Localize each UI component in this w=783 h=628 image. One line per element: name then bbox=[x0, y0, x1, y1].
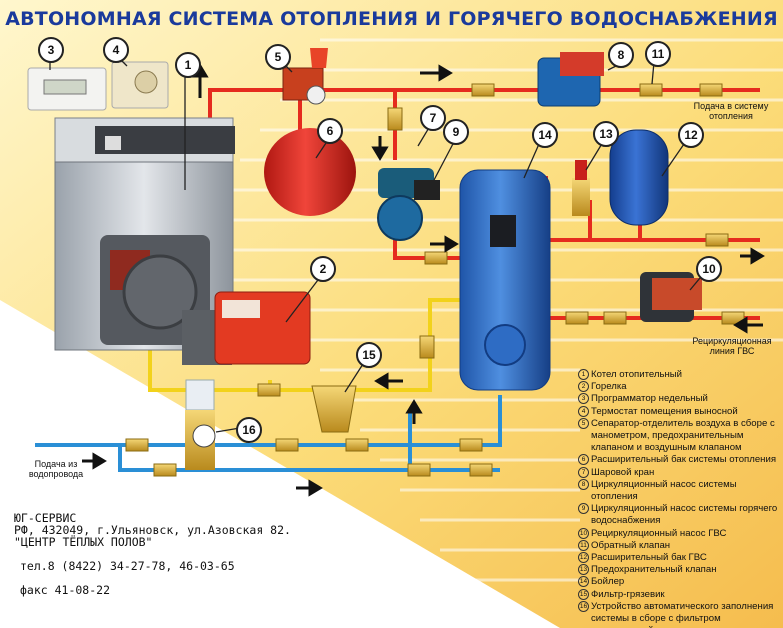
heating-boiler bbox=[54, 117, 235, 351]
callout-11: 11 bbox=[645, 41, 671, 67]
flow-arrows bbox=[82, 63, 765, 497]
callout-4: 4 bbox=[103, 37, 129, 63]
callout-8: 8 bbox=[608, 42, 634, 68]
heating-expansion-tank bbox=[264, 128, 356, 216]
dhw-circulation-pump bbox=[377, 168, 440, 241]
callout-9: 9 bbox=[443, 119, 469, 145]
contact-block: ЮГ-СЕРВИС РФ, 432049, г.Ульяновск, ул.Аз… bbox=[14, 512, 291, 596]
recirculation-pump bbox=[640, 272, 702, 322]
strainer-filter bbox=[311, 385, 357, 433]
callout-3: 3 bbox=[38, 37, 64, 63]
weekly-programmer bbox=[27, 67, 107, 111]
room-thermostat bbox=[111, 61, 169, 109]
dhw-expansion-tank bbox=[609, 129, 669, 226]
auto-fill-unit bbox=[185, 379, 216, 470]
recirculation-label: Рециркуляционная линия ГВС bbox=[692, 336, 772, 356]
callout-10: 10 bbox=[696, 256, 722, 282]
callout-2: 2 bbox=[310, 256, 336, 282]
company-name: ЮГ-СЕРВИС bbox=[14, 511, 77, 525]
callout-6: 6 bbox=[317, 118, 343, 144]
callout-7: 7 bbox=[420, 105, 446, 131]
company-center: "ЦЕНТР ТЁПЛЫХ ПОЛОВ" bbox=[14, 535, 153, 549]
burner bbox=[182, 291, 311, 365]
callout-12: 12 bbox=[678, 122, 704, 148]
callout-16: 16 bbox=[236, 417, 262, 443]
callout-1: 1 bbox=[175, 52, 201, 78]
callout-5: 5 bbox=[265, 44, 291, 70]
water-supply-label: Подача из водопровода bbox=[28, 459, 84, 479]
callout-15: 15 bbox=[356, 342, 382, 368]
heating-circulation-pump bbox=[537, 52, 604, 107]
callout-13: 13 bbox=[593, 121, 619, 147]
supply-heating-label: Подача в систему отопления bbox=[693, 101, 769, 121]
callout-14: 14 bbox=[532, 122, 558, 148]
air-separator bbox=[282, 48, 328, 105]
diagram-title: АВТОНОМНАЯ СИСТЕМА ОТОПЛЕНИЯ И ГОРЯЧЕГО … bbox=[5, 8, 778, 30]
company-address: РФ, 432049, г.Ульяновск, ул.Азовская 82. bbox=[14, 523, 291, 537]
safety-valve bbox=[572, 160, 590, 216]
ball-valves bbox=[125, 83, 745, 477]
company-phone: тел.8 (8422) 34-27-78, 46-03-65 bbox=[20, 559, 235, 573]
company-fax: факс 41-08-22 bbox=[20, 583, 111, 597]
water-heater-tank bbox=[459, 169, 551, 391]
